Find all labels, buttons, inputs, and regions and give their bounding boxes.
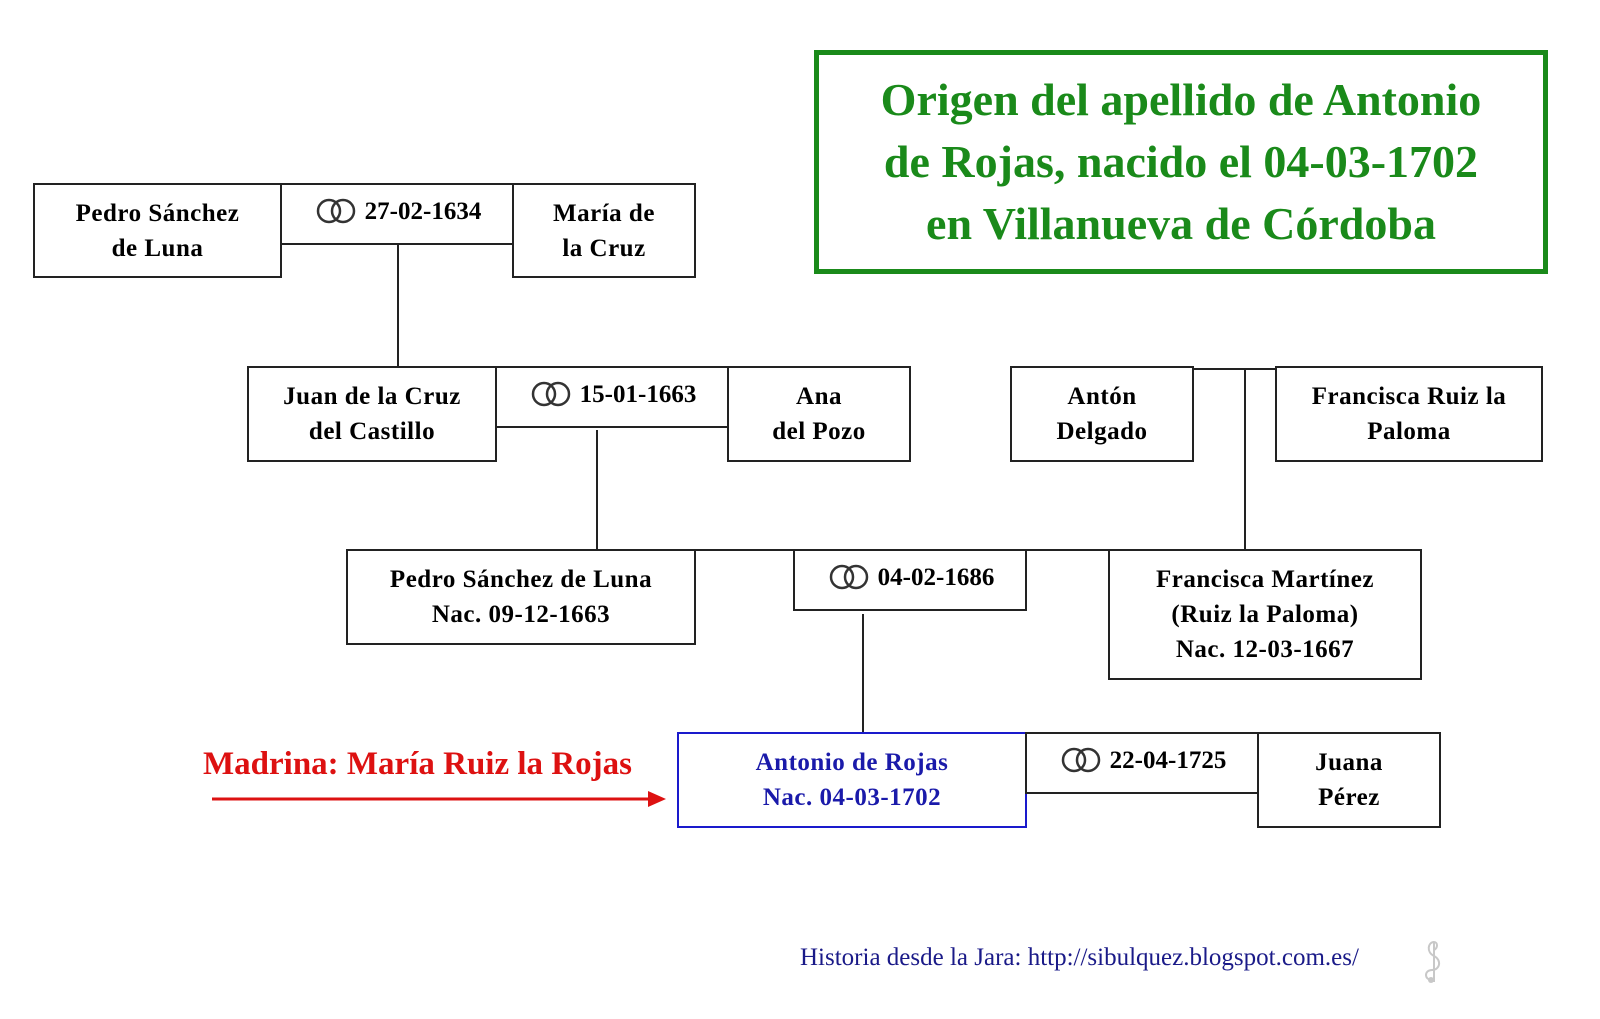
madrina-label: Madrina: María Ruiz la Rojas <box>203 746 632 782</box>
person-name-line-1: Pedro Sánchez <box>75 199 240 227</box>
person-name-line-2: la Cruz <box>562 234 646 262</box>
marriage-date: 04-02-1686 <box>877 564 995 591</box>
marriage-1634: 27-02-1634 <box>280 183 514 245</box>
marriage-1686: 04-02-1686 <box>793 549 1027 611</box>
person-francisca-ruiz-la-paloma: Francisca Ruiz la Paloma <box>1275 366 1543 462</box>
person-birth-line: Nac. 09-12-1663 <box>431 601 611 628</box>
person-anton-delgado: Antón Delgado <box>1010 366 1194 462</box>
marriage-1725: 22-04-1725 <box>1025 732 1259 794</box>
person-name-line-2: del Pozo <box>772 418 866 445</box>
person-name-line-1: Antón <box>1067 383 1137 410</box>
wedding-rings-icon <box>531 381 570 407</box>
credit-text: Historia desde la Jara: http://sibulquez… <box>800 944 1359 971</box>
connector-1663-to-pedro-jr <box>596 430 598 550</box>
arrow-right-icon <box>212 791 666 807</box>
person-name-line-2: de Luna <box>111 234 204 262</box>
person-name-line-1: María de <box>553 199 655 227</box>
person-name-line-2: Paloma <box>1367 418 1451 445</box>
person-ana-del-pozo: Ana del Pozo <box>727 366 911 462</box>
person-name-line-2: del Castillo <box>308 418 436 445</box>
person-birth-line: Nac. 04-03-1702 <box>762 784 942 811</box>
person-name-line-2: Delgado <box>1056 418 1148 445</box>
wedding-rings-icon <box>1061 747 1100 773</box>
person-birth-line: Nac. 12-03-1667 <box>1175 636 1355 663</box>
connector-to-francisca-martinez <box>1244 368 1246 550</box>
person-juan-de-la-cruz: Juan de la Cruz del Castillo <box>247 366 497 462</box>
title-line-3: en Villanueva de Córdoba <box>926 198 1436 249</box>
person-name-line-1: Francisca Martínez <box>1156 566 1374 593</box>
person-francisca-martinez: Francisca Martínez (Ruiz la Paloma) Nac.… <box>1108 549 1422 680</box>
wedding-rings-icon <box>316 198 355 224</box>
person-maria-de-la-cruz: María de la Cruz <box>512 183 696 278</box>
person-name-line-2: (Ruiz la Paloma) <box>1171 601 1359 628</box>
person-name-line-1: Juana <box>1315 749 1383 776</box>
diagram-title: Origen del apellido de Antonio de Rojas,… <box>814 50 1548 274</box>
title-line-2: de Rojas, nacido el 04-03-1702 <box>883 136 1479 187</box>
person-name-line-1: Ana <box>796 383 842 410</box>
marriage-date: 22-04-1725 <box>1109 747 1227 774</box>
person-antonio-de-rojas: Antonio de Rojas Nac. 04-03-1702 <box>677 732 1027 828</box>
person-name-line-1: Pedro Sánchez de Luna <box>389 566 653 593</box>
title-line-1: Origen del apellido de Antonio <box>880 74 1482 125</box>
person-name-line-1: Juan de la Cruz <box>283 383 461 410</box>
person-name-line-1: Francisca Ruiz la <box>1311 383 1507 410</box>
marriage-date: 27-02-1634 <box>364 198 482 225</box>
treble-clef-icon <box>1425 940 1440 983</box>
person-pedro-sanchez-de-luna-sr: Pedro Sánchez de Luna <box>33 183 282 278</box>
person-name-line-2: Pérez <box>1318 784 1380 811</box>
connector-1634-to-juan <box>397 244 399 366</box>
connector-anton-francisca-horizontal <box>1192 368 1276 370</box>
wedding-rings-icon <box>829 564 868 590</box>
person-name-line-1: Antonio de Rojas <box>755 749 949 776</box>
marriage-date: 15-01-1663 <box>579 381 697 408</box>
person-juana-perez: Juana Pérez <box>1257 732 1441 828</box>
connector-1686-to-antonio <box>862 614 864 734</box>
marriage-1663: 15-01-1663 <box>495 366 729 428</box>
person-pedro-sanchez-de-luna-jr: Pedro Sánchez de Luna Nac. 09-12-1663 <box>346 549 696 645</box>
